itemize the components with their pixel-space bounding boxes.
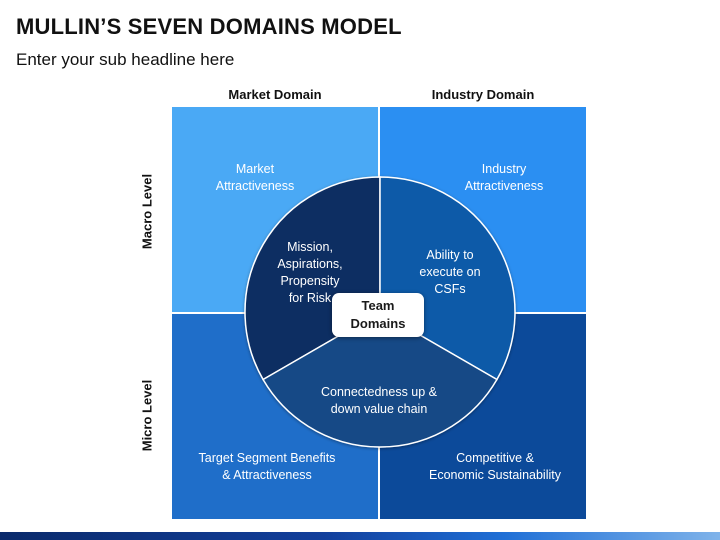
footer-gradient-bar	[0, 532, 720, 540]
center-team-domains: Team Domains	[332, 293, 424, 337]
quadrant-label-market-attractiveness: Market Attractiveness	[215, 162, 295, 193]
column-header-market: Market Domain	[228, 87, 322, 102]
segment-label-ability: Ability to execute on CSFs	[419, 248, 481, 296]
quadrant-label-competitive-sustainability: Competitive & Economic Sustainability	[428, 451, 561, 482]
circle-segment-bottom	[262, 311, 498, 448]
quadrant-label-target-segment: Target Segment Benefits & Attractiveness	[198, 451, 336, 482]
quadrant-label-industry-attractiveness: Industry Attractiveness	[464, 162, 544, 193]
segment-label-connectedness: Connectedness up & down value chain	[320, 385, 438, 416]
page-title: MULLIN’S SEVEN DOMAINS MODEL	[16, 14, 402, 39]
segment-label-mission: Mission, Aspirations, Propensity for Ris…	[277, 240, 343, 305]
column-header-industry: Industry Domain	[431, 87, 535, 102]
page-subtitle: Enter your sub headline here	[16, 50, 235, 69]
